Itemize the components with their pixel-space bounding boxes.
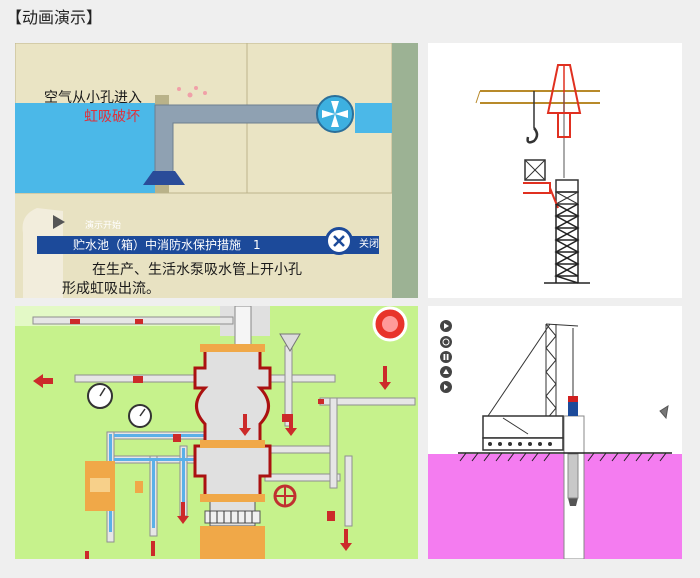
animation-alarm-valve[interactable] xyxy=(15,306,418,559)
section-title: 【动画演示】 xyxy=(6,8,103,27)
caption-siphon-break: 虹吸破坏 xyxy=(84,109,140,125)
playback-controls[interactable] xyxy=(440,320,452,393)
bar-title: 贮水池（箱）中消防水保护措施 1 xyxy=(73,238,261,252)
siphon-scene xyxy=(15,43,418,298)
tower-crane-drawing xyxy=(475,64,600,284)
animation-tower-crane[interactable] xyxy=(428,43,682,298)
close-icon xyxy=(333,235,345,247)
close-label[interactable]: 关闭 xyxy=(359,239,379,250)
loop-icon[interactable] xyxy=(440,336,452,348)
crane-hook-icon xyxy=(526,127,539,144)
title-bar xyxy=(37,236,379,254)
drilling-rig-drawing xyxy=(428,320,682,559)
caption-air-enters: 空气从小孔进入 xyxy=(44,90,142,106)
subtitle-line-1: 在生产、生活水泵吸水管上开小孔 xyxy=(92,262,302,278)
animation-drilling-rig[interactable] xyxy=(428,306,682,559)
alarm-valve-drawing xyxy=(15,306,418,559)
start-demo-label[interactable]: 演示开始 xyxy=(85,221,122,231)
funnel-icon xyxy=(279,333,301,352)
pause-icon[interactable] xyxy=(440,351,452,363)
subtitle-line-2: 形成虹吸出流。 xyxy=(62,281,160,297)
animation-siphon-break[interactable]: 空气从小孔进入 虹吸破坏 演示开始 贮水池（箱）中消防水保护措施 1 关闭 在生… xyxy=(15,43,418,298)
close-button[interactable] xyxy=(325,227,353,255)
